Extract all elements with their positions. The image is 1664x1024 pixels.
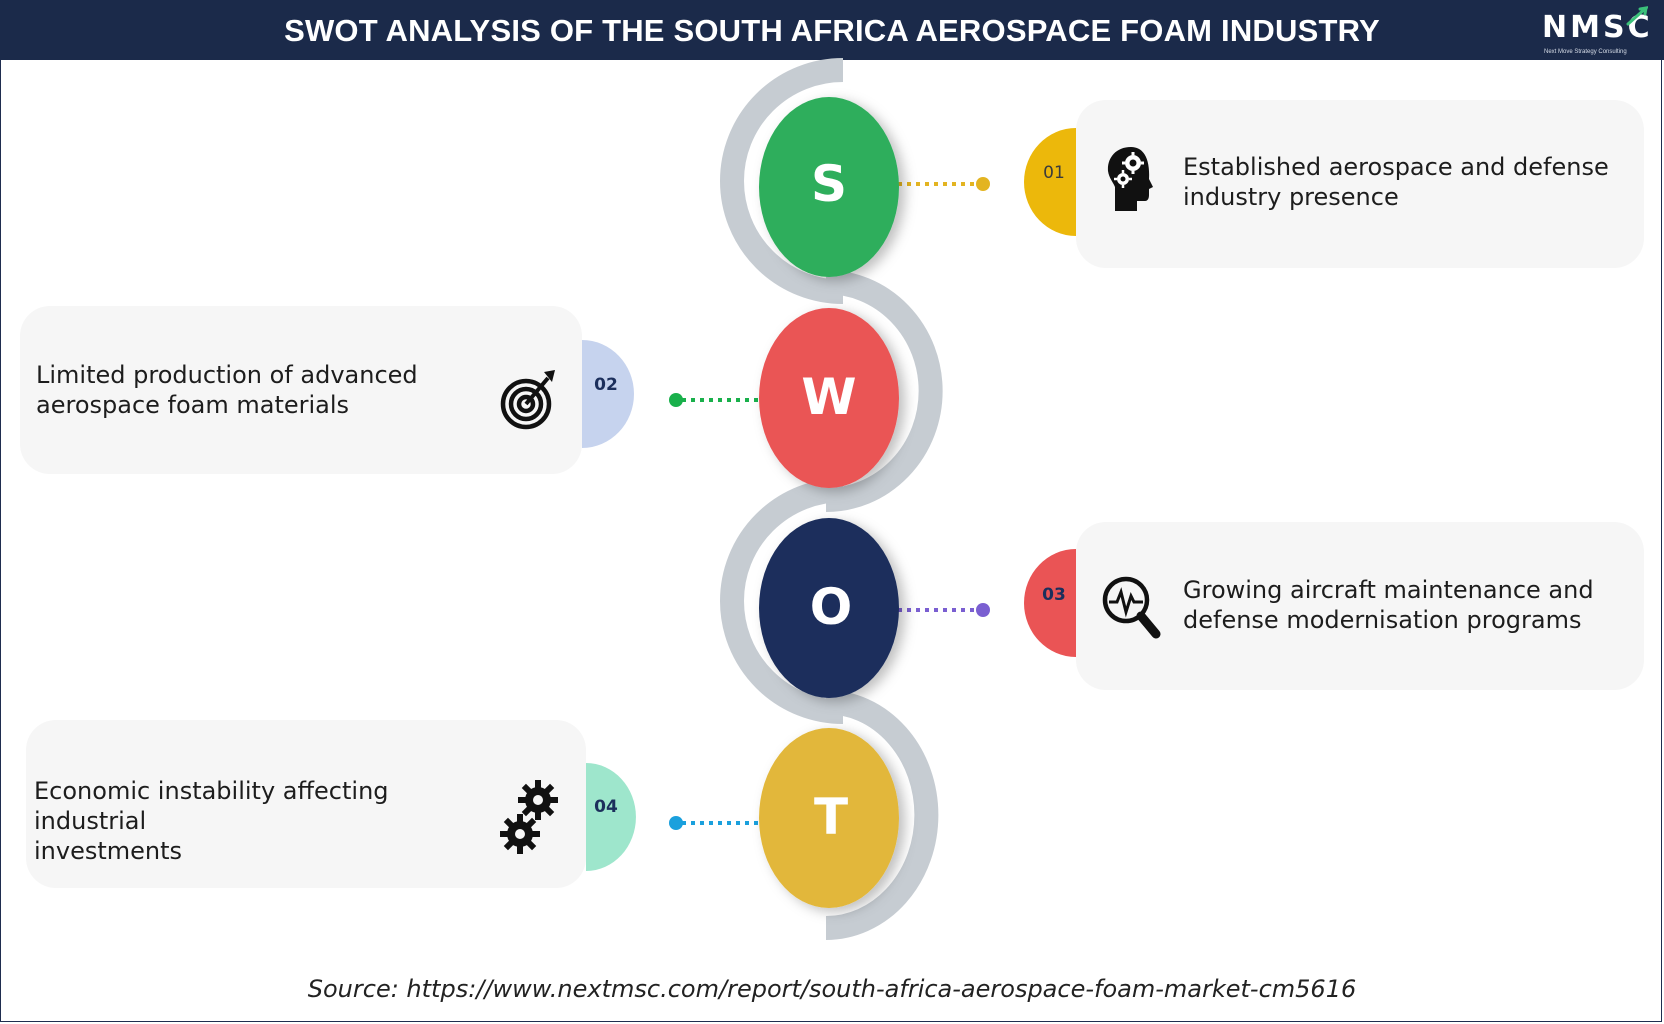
spine-arc-t bbox=[825, 690, 939, 940]
page-title: SWOT ANALYSIS OF THE SOUTH AFRICA AEROSP… bbox=[284, 13, 1380, 48]
threat-text-line2: investments bbox=[34, 837, 183, 865]
tab-shape-04 bbox=[586, 763, 636, 871]
weakness-text-line1: Limited production of advanced bbox=[36, 361, 418, 389]
opportunity-letter: O bbox=[809, 578, 853, 636]
logo-arrow-icon bbox=[1626, 6, 1648, 26]
threat-circle bbox=[759, 728, 899, 908]
head-gears-icon bbox=[1107, 147, 1153, 211]
connector-dot-s bbox=[976, 177, 990, 191]
gears-icon bbox=[500, 780, 558, 854]
tab-shape-02 bbox=[582, 340, 634, 448]
tab-shape-03 bbox=[1024, 549, 1076, 657]
logo-text: NMSC bbox=[1542, 10, 1653, 45]
target-icon bbox=[500, 370, 555, 430]
opportunity-number: 03 bbox=[1042, 585, 1066, 605]
threat-text: Economic instability affecting industria… bbox=[34, 776, 494, 866]
threat-number: 04 bbox=[594, 797, 618, 817]
weakness-letter: W bbox=[801, 368, 857, 426]
strength-letter: S bbox=[810, 155, 847, 213]
strength-text-line2: industry presence bbox=[1183, 183, 1399, 211]
strength-number: 01 bbox=[1043, 163, 1065, 183]
opportunity-card bbox=[1076, 522, 1644, 690]
opportunity-text: Growing aircraft maintenance and defense… bbox=[1183, 575, 1633, 635]
strength-text-line1: Established aerospace and defense bbox=[1183, 153, 1609, 181]
magnifier-pulse-icon bbox=[1102, 576, 1161, 639]
strength-text: Established aerospace and defense indust… bbox=[1183, 152, 1623, 212]
threat-card bbox=[26, 720, 586, 888]
weakness-circle bbox=[759, 308, 899, 488]
opportunity-circle bbox=[759, 518, 899, 698]
source-caption: Source: https://www.nextmsc.com/report/s… bbox=[307, 975, 1357, 1003]
connector-dot-w bbox=[669, 393, 683, 407]
weakness-card bbox=[20, 306, 582, 474]
header-bar: SWOT ANALYSIS OF THE SOUTH AFRICA AEROSP… bbox=[0, 0, 1664, 60]
strength-circle bbox=[759, 97, 899, 277]
spine-arc-w bbox=[825, 270, 943, 512]
opportunity-text-line2: defense modernisation programs bbox=[1183, 606, 1582, 634]
weakness-text-line2: aerospace foam materials bbox=[36, 391, 350, 419]
strength-card bbox=[1076, 100, 1644, 268]
spine-arc-s bbox=[720, 58, 844, 304]
connector-dot-o bbox=[976, 603, 990, 617]
logo-tagline: Next Move Strategy Consulting bbox=[1544, 49, 1627, 55]
threat-text-line1: Economic instability affecting industria… bbox=[34, 777, 389, 835]
tab-shape-01 bbox=[1024, 128, 1076, 236]
opportunity-text-line1: Growing aircraft maintenance and bbox=[1183, 576, 1594, 604]
weakness-text: Limited production of advanced aerospace… bbox=[36, 360, 486, 420]
weakness-number: 02 bbox=[594, 375, 618, 395]
connector-dot-t bbox=[669, 816, 683, 830]
nmsc-logo: NMSC Next Move Strategy Consulting bbox=[1542, 6, 1653, 58]
spine-arc-o bbox=[720, 478, 844, 724]
threat-letter: T bbox=[813, 788, 849, 846]
